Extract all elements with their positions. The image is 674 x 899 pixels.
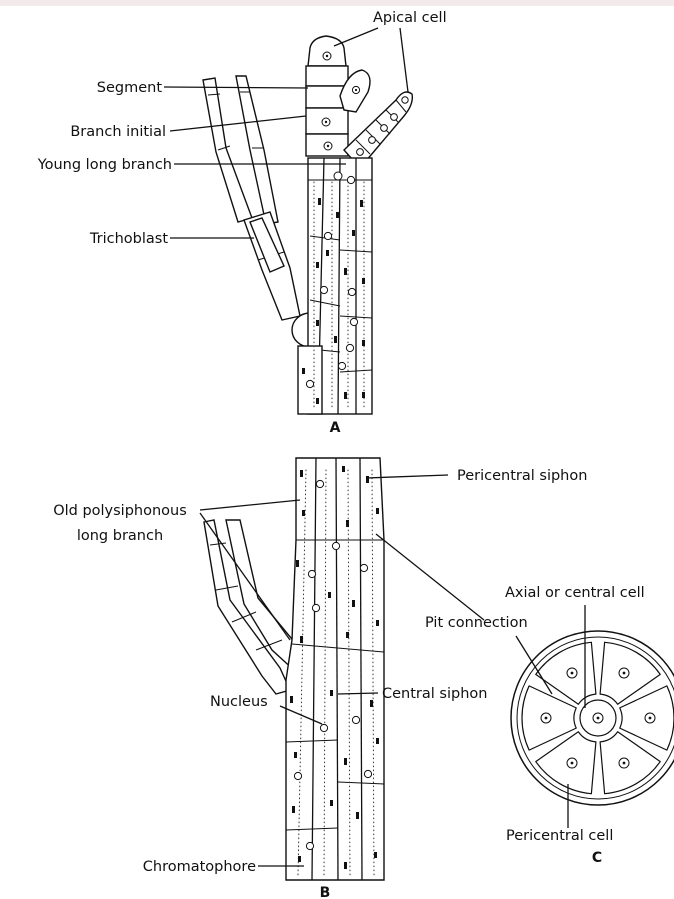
top-edge-strip — [0, 0, 674, 6]
panel-a: Apical cell Segment Branch initial Young… — [37, 10, 447, 436]
label-apical-cell: Apical cell — [373, 10, 447, 26]
pericentral-nucleolus-6 — [571, 672, 574, 675]
pericentral-nucleolus-5 — [545, 717, 548, 720]
pericentral-nucleolus-2 — [649, 717, 652, 720]
label-pericentral-siphon: Pericentral siphon — [457, 468, 587, 484]
label-old-polysiphonous-2: long branch — [77, 528, 163, 544]
pericentral-nucleolus-1 — [623, 672, 626, 675]
label-segment: Segment — [97, 80, 163, 96]
label-nucleus: Nucleus — [210, 694, 268, 710]
panel-c: Axial or central cell Pit connection Per… — [425, 585, 674, 866]
label-branch-initial: Branch initial — [70, 124, 166, 140]
panel-letter-a: A — [330, 420, 341, 436]
main-axis-a — [298, 158, 372, 414]
label-chromatophore: Chromatophore — [143, 859, 256, 875]
label-trichoblast: Trichoblast — [89, 231, 168, 247]
panel-letter-c: C — [592, 850, 602, 866]
apical-cell — [308, 36, 346, 66]
main-axis-b — [286, 458, 384, 880]
label-old-polysiphonous-1: Old polysiphonous — [53, 503, 187, 519]
label-pit-connection: Pit connection — [425, 615, 528, 631]
pericentral-nucleolus-4 — [571, 762, 574, 765]
label-central-siphon: Central siphon — [382, 686, 487, 702]
pericentral-nucleolus-3 — [623, 762, 626, 765]
panel-letter-b: B — [320, 885, 331, 899]
label-pericentral-cell: Pericentral cell — [506, 828, 613, 844]
label-axial-or-central-cell: Axial or central cell — [505, 585, 645, 601]
label-young-long-branch: Young long branch — [37, 157, 172, 173]
